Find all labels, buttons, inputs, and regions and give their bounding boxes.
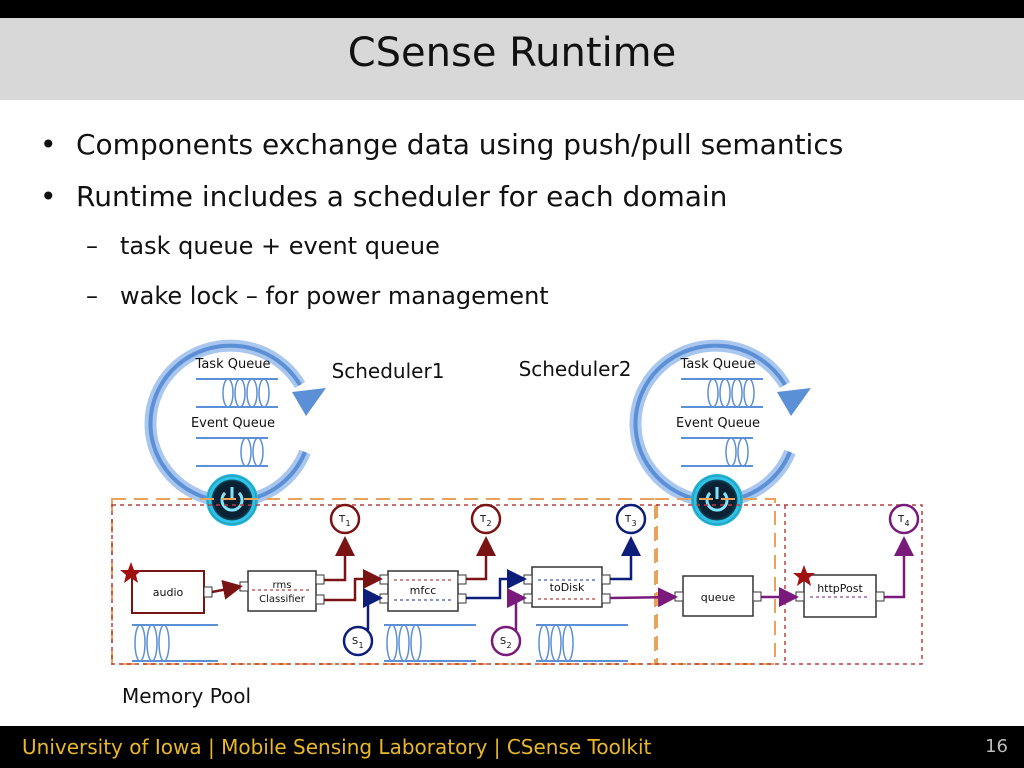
memory-pool-label: Memory Pool bbox=[122, 684, 251, 708]
subbullet-item: – task queue + event queue bbox=[40, 232, 980, 282]
event-queue-label: Event Queue bbox=[191, 416, 275, 431]
domain-box-outer bbox=[111, 504, 923, 665]
page-number: 16 bbox=[985, 736, 1008, 757]
task-t4-badge: T 4 bbox=[888, 503, 920, 535]
cycle-arrow-icon bbox=[292, 388, 326, 416]
svg-text:2: 2 bbox=[486, 519, 491, 528]
bullet-dot: • bbox=[40, 128, 57, 161]
httppost-component bbox=[803, 574, 877, 618]
slide-title: CSense Runtime bbox=[347, 30, 677, 76]
footer-text: University of Iowa | Mobile Sensing Labo… bbox=[22, 735, 652, 759]
footer-bar: University of Iowa | Mobile Sensing Labo… bbox=[0, 726, 1024, 768]
star-icon bbox=[120, 562, 142, 583]
mfcc-label: mfcc bbox=[410, 584, 437, 597]
bullet-text: Runtime includes a scheduler for each do… bbox=[76, 180, 728, 213]
task-t1-badge: T 1 bbox=[329, 503, 361, 535]
memory-pool-icon bbox=[132, 624, 218, 662]
subbullet-item: – wake lock – for power management bbox=[40, 282, 980, 332]
task-queue-icon bbox=[196, 378, 278, 408]
memory-pool-icon bbox=[384, 624, 476, 662]
task-t2-badge: T 2 bbox=[470, 503, 502, 535]
power-icon bbox=[691, 474, 743, 526]
svg-text:T: T bbox=[624, 514, 632, 525]
title-bar bbox=[0, 18, 1024, 100]
svg-text:1: 1 bbox=[345, 519, 350, 528]
domain-box-1 bbox=[111, 498, 658, 665]
svg-text:S: S bbox=[500, 636, 506, 647]
svg-text:S: S bbox=[352, 636, 358, 647]
runtime-diagram: Task Queue Event Queue Scheduler1 Tas bbox=[111, 339, 923, 708]
svg-text:3: 3 bbox=[631, 519, 636, 528]
rms-label: rms bbox=[273, 580, 292, 591]
source-s1-badge: S 1 bbox=[342, 625, 374, 657]
cycle-arrow-icon bbox=[777, 388, 811, 416]
svg-text:1: 1 bbox=[358, 641, 363, 650]
svg-text:4: 4 bbox=[904, 519, 909, 528]
source-s2-badge: S 2 bbox=[490, 625, 522, 657]
bullet-list: • Components exchange data using push/pu… bbox=[40, 128, 980, 332]
memory-pool-icon bbox=[536, 624, 628, 662]
star-icon bbox=[793, 565, 815, 586]
svg-text:2: 2 bbox=[506, 641, 511, 650]
classifier-label: Classifier bbox=[259, 594, 306, 605]
mfcc-component bbox=[387, 570, 459, 612]
audio-component bbox=[131, 570, 205, 614]
subbullet-dash: – bbox=[86, 232, 98, 260]
scheduler1-label: Scheduler1 bbox=[332, 359, 445, 383]
svg-text:T: T bbox=[338, 514, 346, 525]
task-queue-label: Task Queue bbox=[680, 357, 756, 372]
top-bar bbox=[0, 0, 1024, 18]
todisk-component bbox=[531, 566, 603, 608]
svg-text:T: T bbox=[479, 514, 487, 525]
queue-label: queue bbox=[701, 591, 736, 604]
bullet-item: • Runtime includes a scheduler for each … bbox=[40, 180, 980, 232]
subbullet-text: wake lock – for power management bbox=[120, 282, 549, 310]
svg-text:T: T bbox=[897, 514, 905, 525]
task-t3-badge: T 3 bbox=[615, 503, 647, 535]
subbullet-text: task queue + event queue bbox=[120, 232, 440, 260]
domain-box-2 bbox=[654, 498, 776, 665]
scheduler2-label: Scheduler2 bbox=[519, 357, 632, 381]
httppost-label: httpPost bbox=[817, 582, 863, 595]
event-queue-icon bbox=[196, 437, 268, 467]
rms-classifier-component bbox=[247, 570, 317, 612]
bullet-text: Components exchange data using push/pull… bbox=[76, 128, 844, 161]
subbullet-dash: – bbox=[86, 282, 98, 310]
event-queue-label: Event Queue bbox=[676, 416, 760, 431]
task-queue-label: Task Queue bbox=[195, 357, 271, 372]
audio-label: audio bbox=[153, 586, 184, 599]
todisk-label: toDisk bbox=[550, 581, 585, 594]
bullet-dot: • bbox=[40, 180, 57, 213]
bullet-item: • Components exchange data using push/pu… bbox=[40, 128, 980, 180]
task-queue-icon bbox=[681, 378, 763, 408]
scheduler2-cycle: Task Queue Event Queue bbox=[629, 339, 811, 526]
event-queue-icon bbox=[681, 437, 753, 467]
